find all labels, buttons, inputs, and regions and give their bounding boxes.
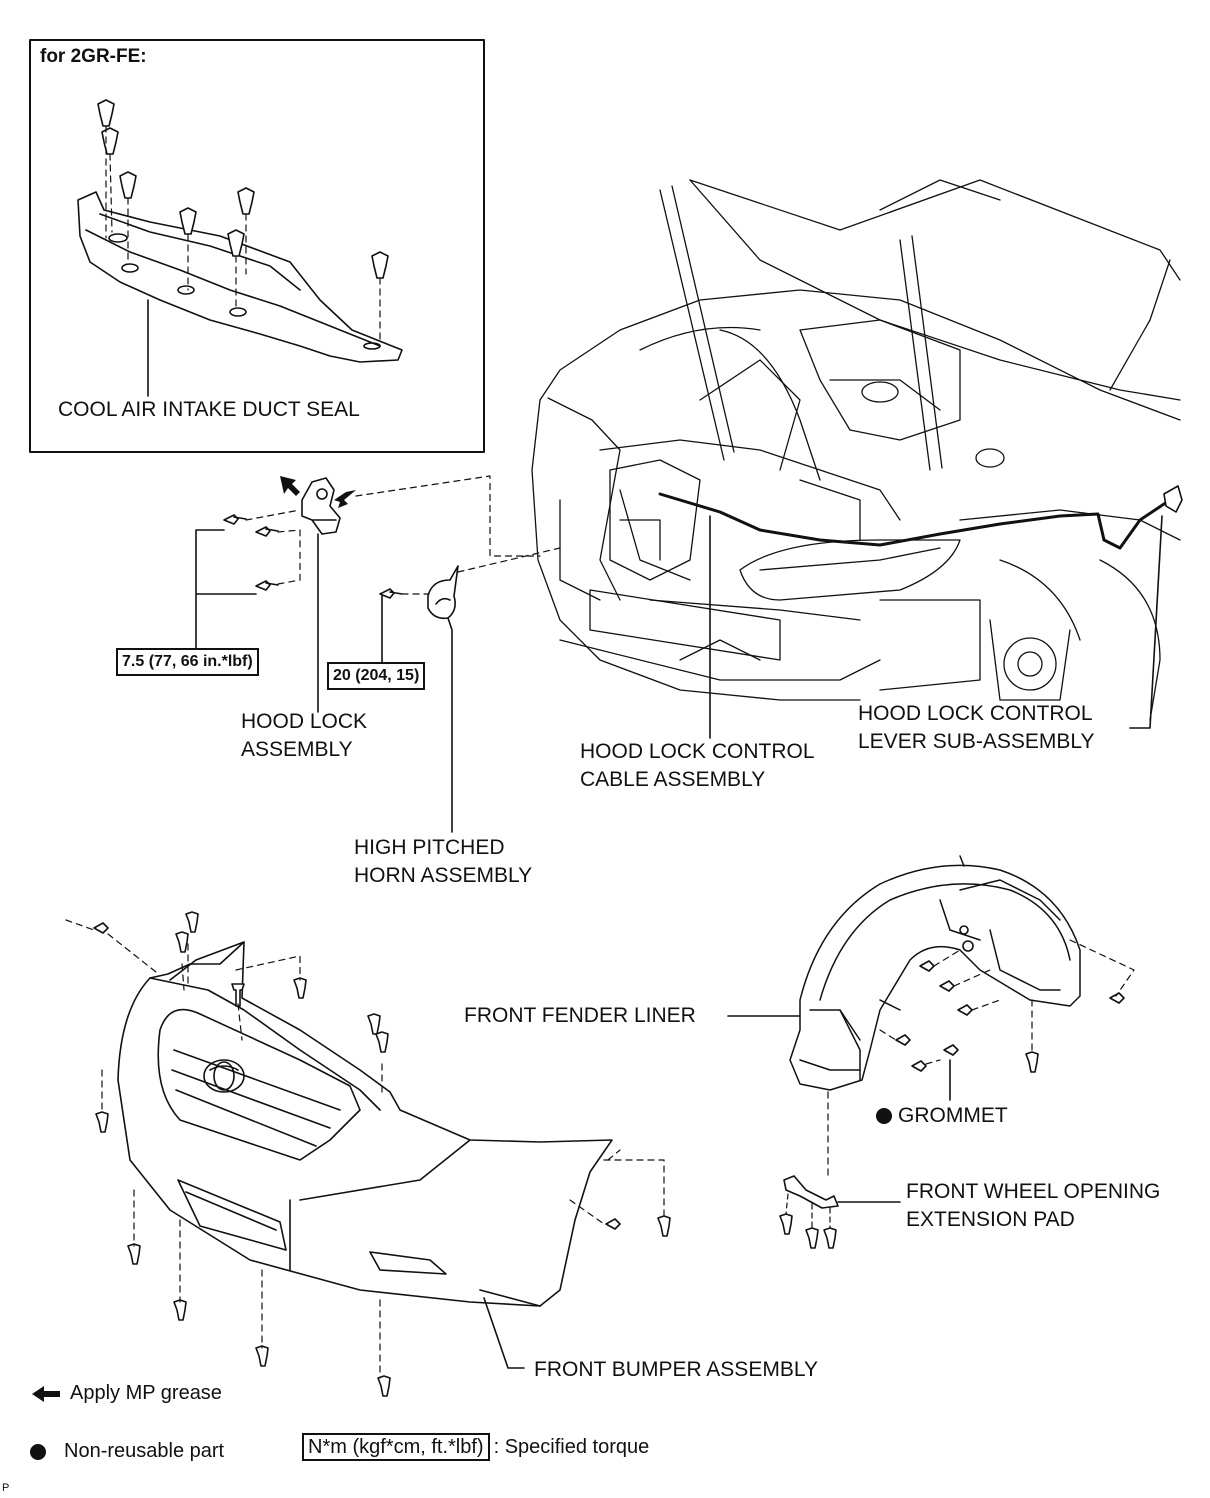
grease-arrow-icon [32,1385,60,1402]
front-fender-liner-label: FRONT FENDER LINER [464,1004,696,1027]
high-pitched-horn-assembly-label: HIGH PITCHED HORN ASSEMBLY [354,836,533,887]
hood-lock-control-cable-assembly-label: HOOD LOCK CONTROL CABLE ASSEMBLY [580,740,815,791]
bumper-fasteners [93,911,671,1397]
hood-lock-control-lever-drawing [1163,485,1183,513]
non-reusable-dot-icon [30,1443,46,1460]
hood-lock-torque-spec: 7.5 (77, 66 in.*lbf) [116,648,259,676]
fender-liner-fasteners [895,925,1125,1073]
cool-air-intake-duct-seal-label: COOL AIR INTAKE DUCT SEAL [58,398,360,421]
hood-lock-dashed-leaders [245,475,541,585]
bumper-dashed-leaders [65,919,665,1379]
vehicle-front-end-drawing [531,179,1181,721]
hood-lock-bolts [223,514,279,591]
front-fender-liner-drawing [789,855,1081,1091]
footer-code: P [2,1482,10,1494]
inset-title: for 2GR-FE: [40,46,147,67]
front-bumper-drawing [117,941,613,1307]
grommet-label: GROMMET [876,1102,1008,1130]
horn-label-leader [447,617,453,833]
hood-lock-control-lever-label: HOOD LOCK CONTROL LEVER SUB-ASSEMBLY [858,702,1095,753]
inset-frame [29,39,485,453]
inset-clips [97,99,389,279]
horn-dashed-leader [401,547,561,595]
fender-liner-dashed-leaders [827,939,1135,1181]
cool-air-intake-duct-seal-drawing [77,191,403,363]
hood-lock-control-cable-drawing [658,492,1172,550]
front-wheel-opening-extension-pad-label: FRONT WHEEL OPENING EXTENSION PAD [906,1180,1161,1231]
legend-non-reusable: Non-reusable part [30,1438,224,1464]
high-pitched-horn-drawing [427,565,459,620]
lever-label-leader [1129,515,1163,729]
front-bumper-assembly-label: FRONT BUMPER ASSEMBLY [534,1358,818,1381]
extension-pad-dashed-leaders [785,1193,831,1229]
extension-pad-drawing [779,1175,839,1249]
legend-specified-torque: N*m (kgf*cm, ft.*lbf): Specified torque [302,1433,649,1461]
bumper-label-leader [483,1297,525,1369]
legend-grease: Apply MP grease [32,1380,222,1406]
non-reusable-dot-icon [876,1108,892,1125]
horn-torque-spec: 20 (204, 15) [327,662,426,690]
hood-lock-assembly-label: HOOD LOCK ASSEMBLY [241,710,368,761]
horn-bolt [379,588,403,599]
torque-legend-box: N*m (kgf*cm, ft.*lbf) [302,1433,490,1461]
hood-lock-assembly-drawing [280,476,356,535]
hood-lock-torque-bracket [195,529,257,653]
inset-dashed-leaders [105,125,381,341]
